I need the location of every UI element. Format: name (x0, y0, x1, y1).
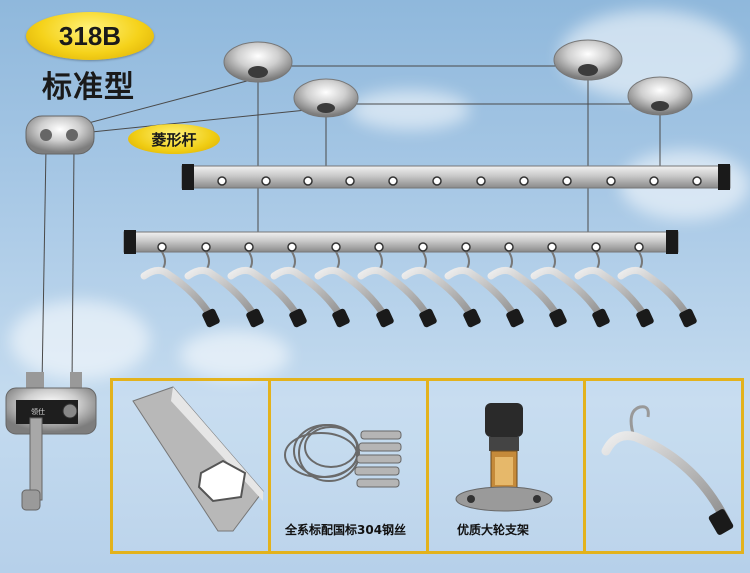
control-box-brand: 领仕 (31, 407, 45, 416)
rod-profile-image (132, 386, 264, 532)
steel-wire-image (284, 424, 402, 488)
hanger (184, 251, 264, 328)
product-type-title: 标准型 (42, 70, 135, 105)
hand-crank-box: 领仕 (5, 372, 97, 511)
cloud (180, 330, 290, 380)
hanger (357, 251, 437, 328)
panel-divider (268, 381, 271, 551)
hanger (401, 251, 481, 328)
hanger-detail-image (601, 405, 734, 535)
wire-caption: 全系标配国标304钢丝 (285, 523, 407, 537)
rod-type-badge: 菱形杆 (128, 124, 220, 154)
bracket-caption: 优质大轮支架 (457, 523, 530, 537)
hanger (270, 251, 350, 328)
cloud (350, 90, 470, 130)
lower-rod (123, 230, 679, 254)
hanger (617, 251, 697, 328)
detail-panels: 全系标配国标304钢丝 优质大轮支架 (110, 378, 744, 554)
hanger (574, 251, 654, 328)
hanger (227, 251, 307, 328)
model-number: 318B (58, 20, 122, 51)
hanger-row (140, 251, 697, 328)
ceiling-pulley (627, 76, 693, 116)
model-badge: 318B (26, 12, 154, 60)
wall-pulley-plate (25, 115, 95, 155)
ceiling-pulley (223, 41, 293, 83)
cloud (10, 300, 150, 380)
pulley-bracket-image (455, 403, 553, 512)
hanger (487, 251, 567, 328)
hanger (140, 251, 220, 328)
panel-divider (426, 381, 429, 551)
ceiling-pulley (293, 78, 359, 118)
ceiling-pulley (553, 39, 623, 81)
rod-type-label: 菱形杆 (151, 130, 197, 149)
panel-divider (583, 381, 586, 551)
upper-rod (181, 164, 731, 190)
hanger (530, 251, 610, 328)
hanger (314, 251, 394, 328)
wire-lines (41, 65, 661, 386)
hanger (444, 251, 524, 328)
